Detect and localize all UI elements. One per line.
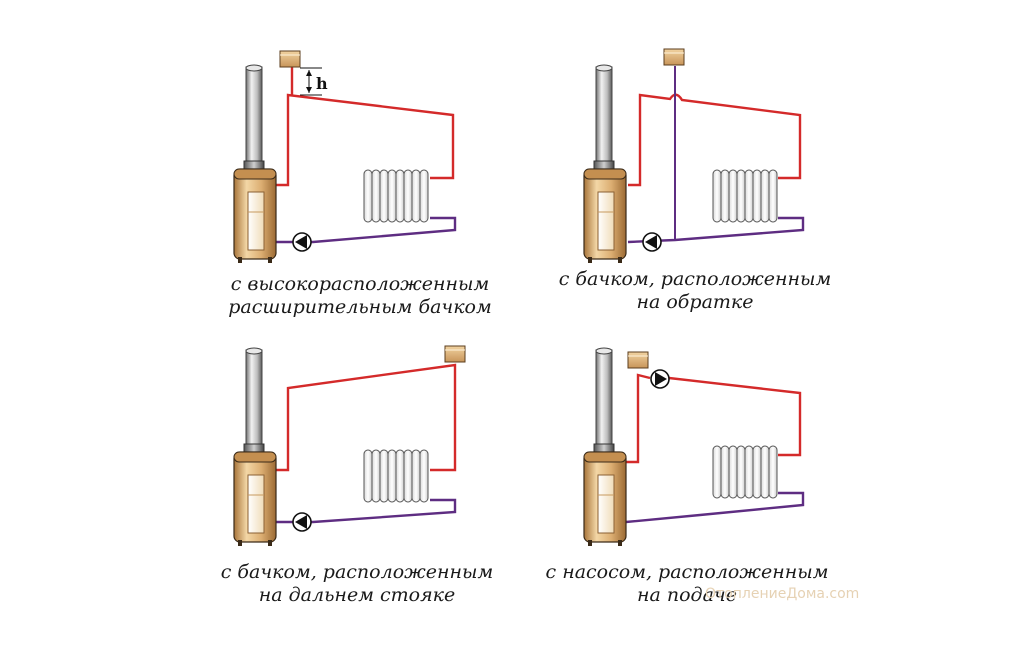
radiator-icon bbox=[363, 449, 429, 503]
return-pipe bbox=[625, 491, 805, 524]
caption-line-2: на подаче bbox=[637, 584, 737, 606]
radiator-icon bbox=[712, 169, 778, 223]
radiator-icon bbox=[712, 445, 778, 499]
boiler-icon bbox=[583, 347, 627, 547]
supply-pipe bbox=[276, 93, 455, 187]
caption-line-1: с насосом, расположенным bbox=[546, 561, 829, 583]
pump-icon bbox=[642, 232, 662, 252]
pump-icon bbox=[292, 232, 312, 252]
diagram-tank-on-far-riser: с бачком, расположенным на дальнем стояк… bbox=[221, 345, 494, 606]
expansion-tank-icon bbox=[627, 351, 649, 369]
caption-line-2: на обратке bbox=[636, 291, 753, 313]
caption-line-2: на дальнем стояке bbox=[259, 584, 456, 606]
watermark: ОтоплениеДома.com bbox=[705, 586, 859, 602]
supply-pipe bbox=[276, 363, 457, 472]
diagram-tank-on-return: с бачком, расположенным на обратке bbox=[559, 48, 832, 313]
diagram-pump-on-supply: с насосом, расположенным на подаче bbox=[546, 347, 829, 606]
supply-pipe-after-pump bbox=[668, 376, 802, 457]
height-dimension-marker: h bbox=[300, 67, 328, 96]
boiler-icon bbox=[233, 64, 277, 264]
expansion-tank-icon bbox=[663, 48, 685, 66]
caption-line-1: с бачком, расположенным bbox=[221, 561, 494, 583]
caption-line-1: с высокорасположенным bbox=[231, 273, 490, 295]
expansion-tank-icon bbox=[279, 50, 301, 68]
radiator-icon bbox=[363, 169, 429, 223]
height-label: h bbox=[316, 74, 328, 93]
boiler-icon bbox=[583, 64, 627, 264]
caption-line-2: расширительным бачком bbox=[228, 296, 492, 318]
expansion-tank-icon bbox=[444, 345, 466, 363]
caption-line-1: с бачком, расположенным bbox=[559, 268, 832, 290]
supply-pipe bbox=[626, 373, 651, 464]
pump-icon bbox=[650, 369, 670, 389]
pump-icon bbox=[292, 512, 312, 532]
diagram-high-expansion-tank: h с высокорасположенным расширительным б… bbox=[228, 50, 492, 318]
boiler-icon bbox=[233, 347, 277, 547]
